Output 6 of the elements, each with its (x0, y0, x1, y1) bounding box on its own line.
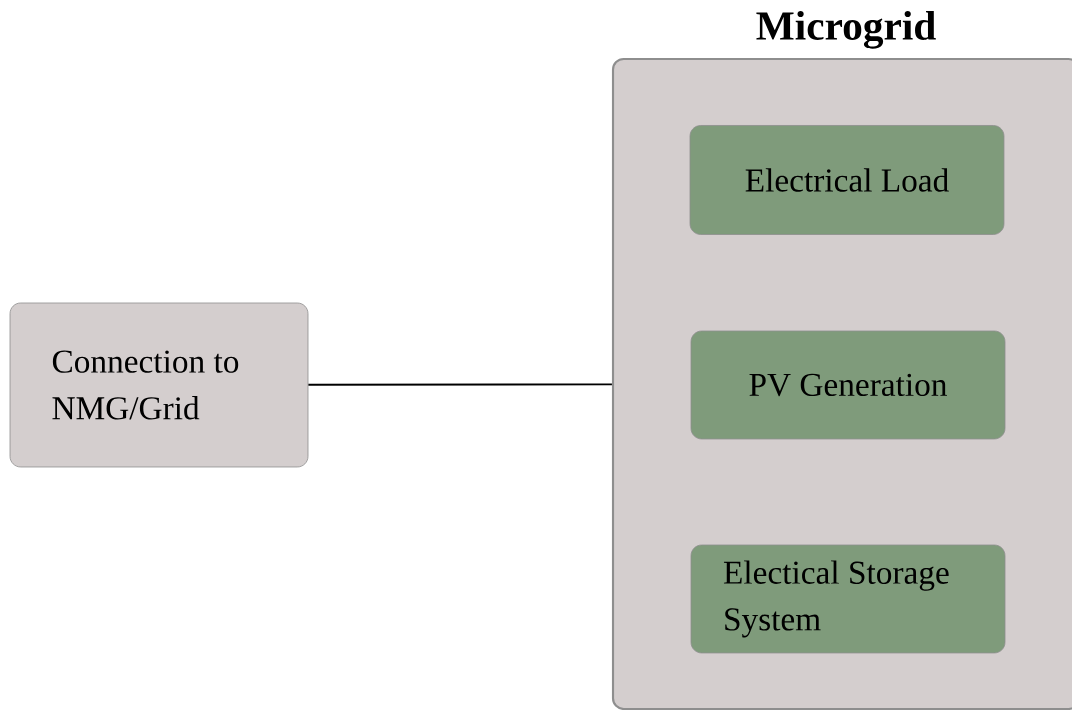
component-box: Electical Storage System (690, 544, 1006, 654)
component-box: PV Generation (690, 330, 1006, 440)
node-label: Microgrid (756, 10, 936, 49)
component-box: Electrical Load (689, 125, 1005, 235)
connection-box: Connection to NMG/Grid (9, 302, 309, 468)
connector-line (307, 383, 613, 386)
